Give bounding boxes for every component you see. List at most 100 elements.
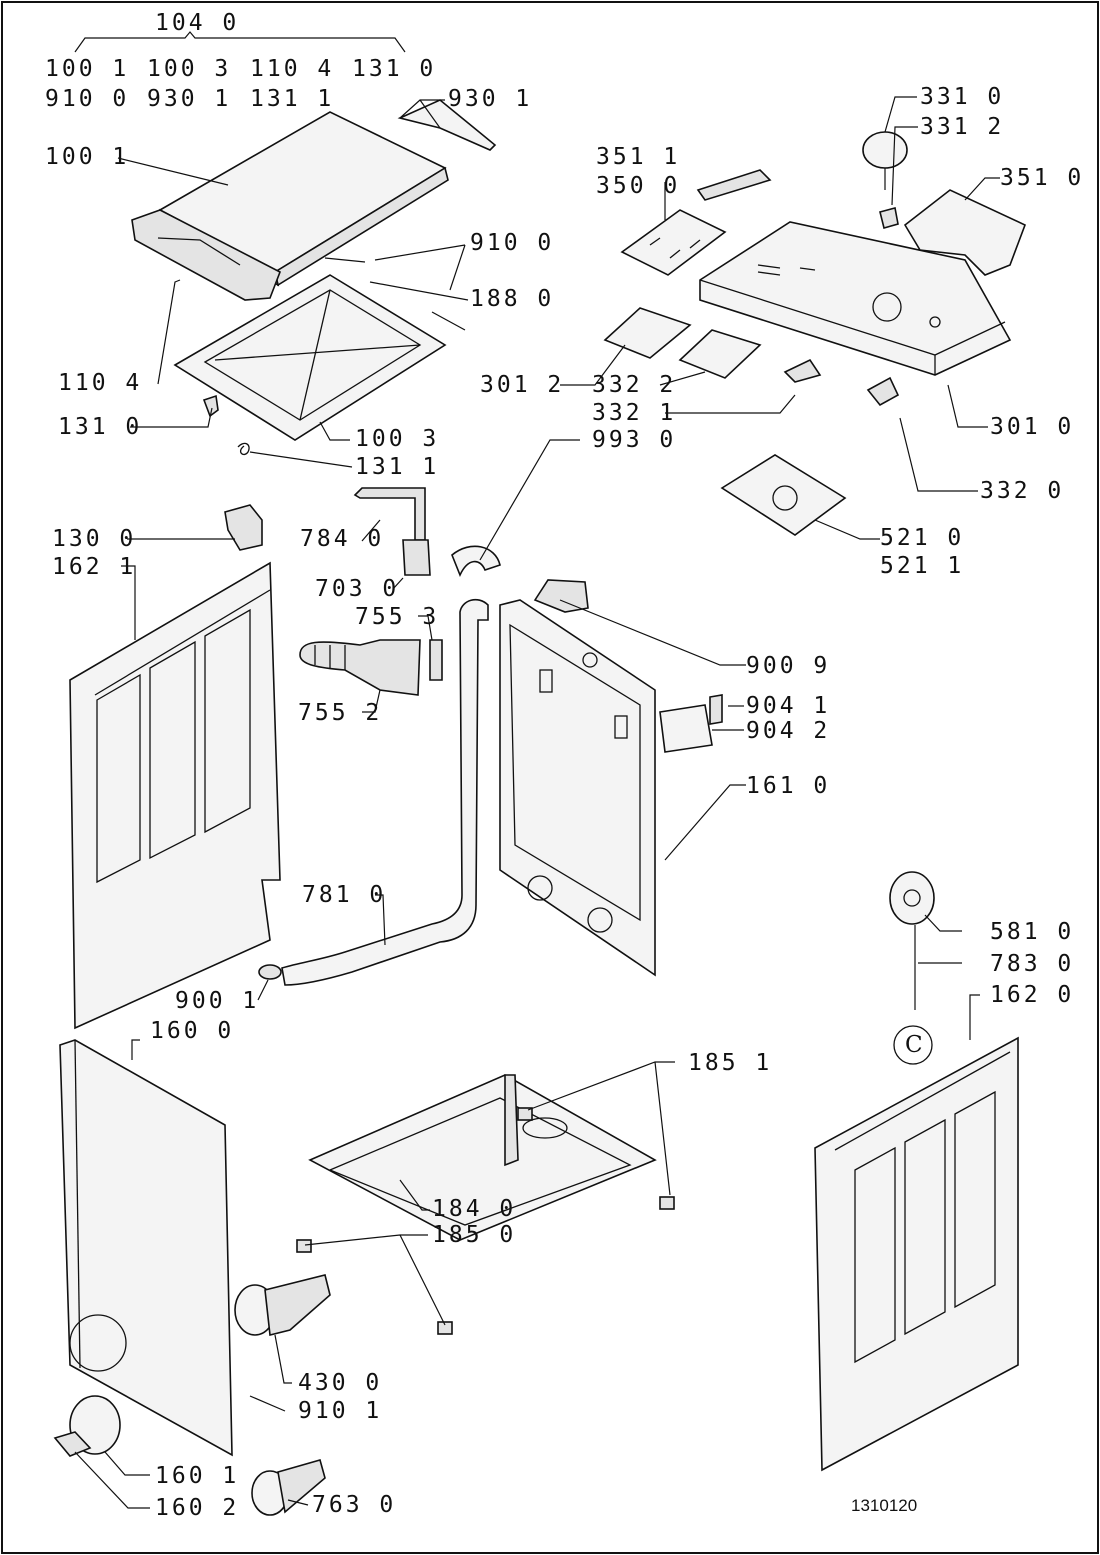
callout-100-3-top: 100 3	[147, 56, 232, 82]
callout-904-1: 904 1	[746, 693, 831, 719]
valve-703-part	[402, 539, 431, 576]
callout-581-0: 581 0	[990, 919, 1075, 945]
left-side-panel-part	[69, 561, 281, 1030]
spring-part	[237, 442, 250, 456]
rod-part-2	[431, 311, 466, 331]
callout-331-2: 331 2	[920, 114, 1005, 140]
callout-100-1: 100 1	[45, 144, 130, 170]
callout-904-2: 904 2	[746, 718, 831, 744]
latch-160-2-part	[53, 1431, 92, 1457]
part-904-1	[709, 694, 723, 725]
callout-110-4: 110 4	[58, 370, 143, 396]
callout-430-0: 430 0	[298, 1370, 383, 1396]
callout-521-0: 521 0	[880, 525, 965, 551]
callout-910-1: 910 1	[298, 1398, 383, 1424]
callout-930-1: 930 1	[448, 86, 533, 112]
part-904-2	[659, 704, 713, 753]
trim-strip-part	[397, 99, 497, 151]
lid-handle-part	[131, 209, 282, 301]
pump-part	[234, 1274, 331, 1336]
callout-184-0: 184 0	[432, 1196, 517, 1222]
group-bracket-104	[74, 31, 406, 53]
button-block-part	[603, 307, 692, 359]
callout-162-0: 162 0	[990, 982, 1075, 1008]
callout-131-0: 131 0	[58, 414, 143, 440]
callout-160-1: 160 1	[155, 1463, 240, 1489]
callout-185-1: 185 1	[688, 1050, 773, 1076]
callout-755-3: 755 3	[355, 604, 440, 630]
callout-332-2: 332 2	[592, 372, 677, 398]
hose-bend-993-part	[451, 545, 501, 578]
rod-part	[324, 257, 366, 263]
callout-350-0: 350 0	[596, 173, 681, 199]
callout-910-0: 910 0	[470, 230, 555, 256]
callout-161-0: 161 0	[746, 773, 831, 799]
top-frame-part	[173, 274, 447, 441]
foot-185-1a	[517, 1107, 533, 1121]
front-panel-part	[59, 1039, 233, 1457]
callout-110-4-top: 110 4	[250, 56, 335, 82]
callout-188-0: 188 0	[470, 286, 555, 312]
callout-301-2: 301 2	[480, 372, 565, 398]
circle-c-marker	[893, 1025, 933, 1065]
drawing-code: 1310120	[851, 1496, 918, 1515]
foot-185-0a	[296, 1239, 312, 1253]
leader-lines	[74, 96, 1000, 1509]
callout-160-0: 160 0	[150, 1018, 235, 1044]
callout-900-9: 900 9	[746, 653, 831, 679]
bracket-900-9-part	[533, 579, 589, 613]
callout-784-0: 784 0	[300, 526, 385, 552]
callout-332-0: 332 0	[980, 478, 1065, 504]
hose-755-2-part	[299, 639, 421, 696]
callout-131-0-top: 131 0	[352, 56, 437, 82]
callout-160-2: 160 2	[155, 1495, 240, 1521]
callout-185-0: 185 0	[432, 1222, 517, 1248]
callout-100-1-top: 100 1	[45, 56, 130, 82]
light-guide-part	[696, 169, 772, 201]
callout-331-0: 331 0	[920, 84, 1005, 110]
callout-763-0: 763 0	[312, 1492, 397, 1518]
callout-131-1-top: 131 1	[250, 86, 335, 112]
callout-930-1-top: 930 1	[147, 86, 232, 112]
callout-781-0: 781 0	[302, 882, 387, 908]
base-frame-part	[308, 1074, 657, 1241]
callout-351-1: 351 1	[596, 144, 681, 170]
hinge-part	[202, 394, 219, 418]
callout-910-0-top: 910 0	[45, 86, 130, 112]
callout-783-0: 783 0	[990, 951, 1075, 977]
callout-900-1: 900 1	[175, 988, 260, 1014]
key-part	[783, 358, 822, 383]
callout-351-0: 351 0	[1000, 165, 1085, 191]
clip-755-3-part	[429, 639, 443, 681]
callout-332-1: 332 1	[592, 400, 677, 426]
electronic-board-part	[620, 209, 727, 276]
buttons-part	[678, 329, 762, 379]
foot-185-0b	[437, 1321, 453, 1335]
callout-162-1: 162 1	[52, 554, 137, 580]
switch-part	[866, 376, 900, 407]
door-lock-part	[224, 504, 263, 551]
callout-100-3: 100 3	[355, 426, 440, 452]
plug-900-1-part	[258, 964, 282, 980]
callout-104-0: 104 0	[155, 10, 240, 36]
callout-993-0: 993 0	[592, 427, 677, 453]
pulley-part	[889, 871, 935, 925]
back-panel-part	[499, 599, 656, 977]
right-side-panel-part	[814, 1036, 1019, 1472]
filter-part	[251, 1459, 326, 1516]
drain-hose-part	[281, 598, 489, 986]
programmer-board-part	[720, 454, 847, 536]
control-panel-part	[699, 221, 1012, 376]
callout-131-1: 131 1	[355, 454, 440, 480]
callout-130-0: 130 0	[52, 526, 137, 552]
callout-703-0: 703 0	[315, 576, 400, 602]
callout-755-2: 755 2	[298, 700, 383, 726]
circle-c-label: C	[905, 1032, 923, 1058]
foot-185-1b	[659, 1196, 675, 1210]
knob-sleeve-part	[879, 207, 899, 229]
callout-301-0: 301 0	[990, 414, 1075, 440]
knob-part	[862, 131, 908, 190]
